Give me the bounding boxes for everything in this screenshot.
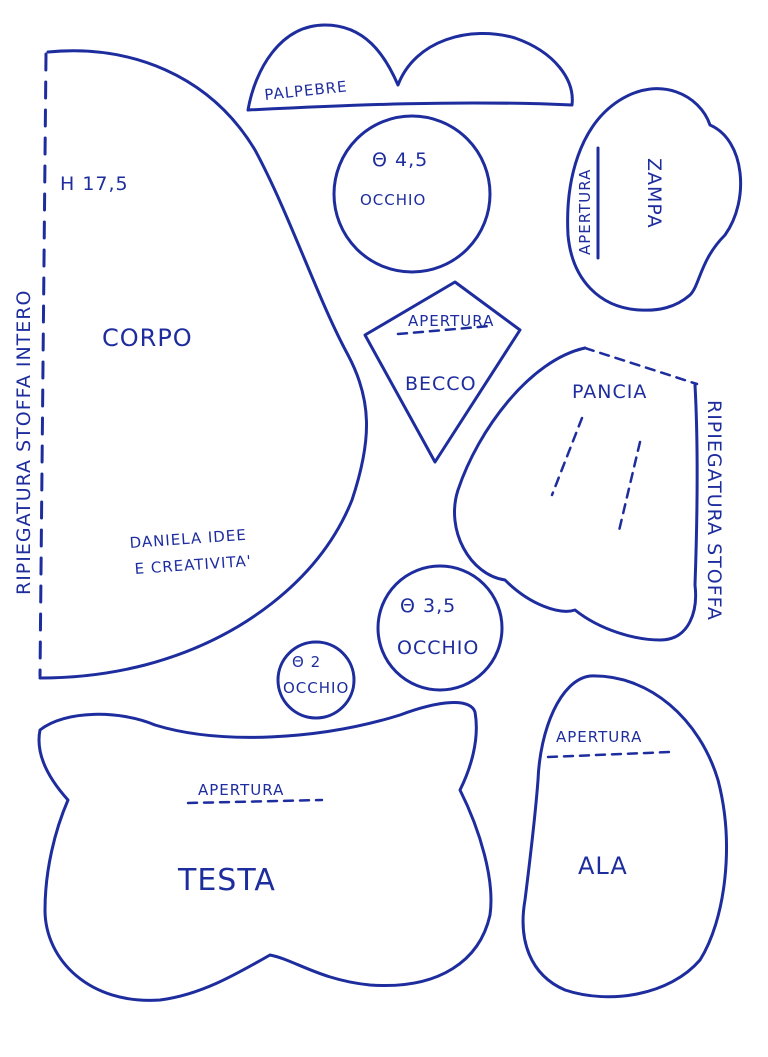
head-piece: APERTURA TESTA xyxy=(37,701,493,1002)
eye-small-size-label: Θ 2 xyxy=(292,653,321,671)
belly-fold-label: RIPIEGATURA STOFFA xyxy=(703,400,725,621)
wing-piece: APERTURA ALA xyxy=(521,674,728,999)
body-fold-line xyxy=(38,52,48,678)
eye-small-piece: Θ 2 OCCHIO xyxy=(276,640,356,720)
belly-piece: PANCIA RIPIEGATURA STOFFA xyxy=(453,346,725,642)
body-height-label: H 17,5 xyxy=(60,173,129,195)
belly-label: PANCIA xyxy=(572,381,647,403)
eye-medium-size-label: Θ 3,5 xyxy=(400,595,456,617)
eye-medium-piece: Θ 3,5 OCCHIO xyxy=(376,564,504,692)
eye-large-size-label: Θ 4,5 xyxy=(372,149,428,171)
beak-label: BECCO xyxy=(405,373,477,395)
wing-opening-line xyxy=(546,750,672,759)
body-label: CORPO xyxy=(102,324,193,352)
head-outline xyxy=(37,701,493,1002)
eyelids-label: PALPEBRE xyxy=(264,77,349,104)
beak-outline xyxy=(363,280,522,464)
eye-large-label: OCCHIO xyxy=(360,191,426,209)
foot-piece: APERTURA ZAMPA xyxy=(566,87,743,312)
eyelids-piece: PALPEBRE xyxy=(246,23,574,112)
credit-line-2: E CREATIVITA' xyxy=(134,552,252,578)
foot-outline xyxy=(566,87,743,312)
eye-medium-label: OCCHIO xyxy=(397,637,479,659)
beak-piece: APERTURA BECCO xyxy=(363,280,522,464)
beak-opening-label: APERTURA xyxy=(408,312,494,330)
belly-dash-2 xyxy=(616,440,642,537)
beak-opening-line xyxy=(396,324,492,336)
foot-label: ZAMPA xyxy=(643,158,665,229)
body-fold-label: RIPIEGATURA STOFFA INTERO xyxy=(13,290,35,595)
belly-dash-1 xyxy=(550,416,584,497)
eye-medium-outline xyxy=(376,564,504,692)
wing-opening-label: APERTURA xyxy=(556,728,642,746)
eye-small-label: OCCHIO xyxy=(283,679,349,697)
belly-fold-line xyxy=(583,346,699,386)
head-label: TESTA xyxy=(177,863,276,898)
belly-outline xyxy=(453,346,699,642)
foot-opening-label: APERTURA xyxy=(576,169,594,255)
wing-outline xyxy=(521,674,728,999)
credit-line-1: DANIELA IDEE xyxy=(129,526,247,552)
wing-label: ALA xyxy=(578,852,628,880)
head-opening-line xyxy=(186,798,324,805)
head-opening-label: APERTURA xyxy=(198,781,284,799)
eye-large-outline xyxy=(332,114,492,274)
eyelids-outline xyxy=(246,23,574,112)
eye-small-outline xyxy=(276,640,356,720)
body-outline xyxy=(38,49,369,680)
eye-large-piece: Θ 4,5 OCCHIO xyxy=(332,114,492,274)
body-piece: H 17,5 CORPO RIPIEGATURA STOFFA INTERO D… xyxy=(13,49,369,680)
